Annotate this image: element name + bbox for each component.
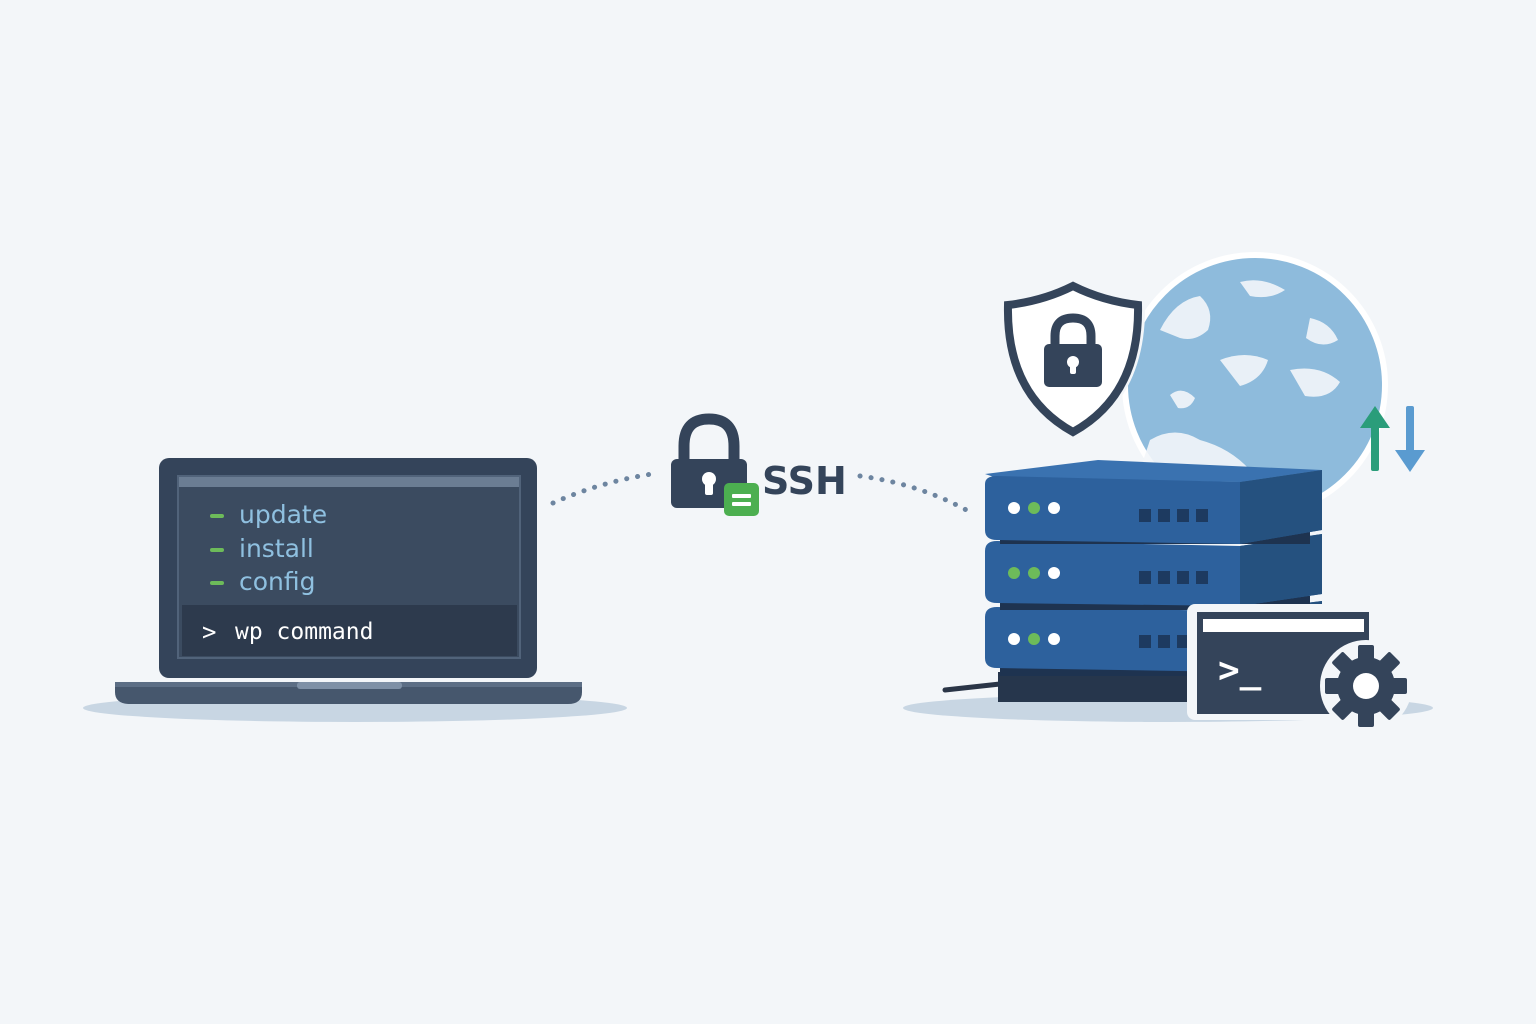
globe-icon (1122, 252, 1388, 518)
laptop: update install config > wp command (83, 458, 627, 722)
equals-badge-icon (724, 483, 759, 516)
menu-item-label: update (239, 500, 327, 529)
status-led (1048, 633, 1060, 645)
upload-arrow-icon (1360, 406, 1390, 471)
gear-icon[interactable] (1320, 640, 1412, 732)
server-base (998, 672, 1198, 702)
command-input[interactable]: wp command (235, 619, 373, 645)
menu-item-config[interactable]: config (210, 567, 316, 596)
menu-item-update[interactable]: update (210, 500, 327, 529)
status-led (1028, 502, 1040, 514)
connection: SSH (550, 413, 973, 516)
menu-dash-icon (210, 514, 224, 518)
status-led (1048, 502, 1060, 514)
status-led (1008, 633, 1020, 645)
power-cable (942, 681, 1003, 693)
server-unit-2 (985, 534, 1322, 610)
menu-item-label: config (239, 567, 316, 596)
server-group: >_ (903, 252, 1433, 732)
status-led (1008, 567, 1020, 579)
dotted-link-right (857, 473, 973, 515)
prompt-symbol: > (202, 618, 216, 646)
laptop-trackpad-notch (297, 682, 402, 689)
menu-dash-icon (210, 548, 224, 552)
screen-title-bar (179, 477, 519, 487)
terminal-prompt: >_ (1218, 650, 1262, 691)
laptop-base (115, 682, 582, 704)
status-led (1048, 567, 1060, 579)
dotted-link-left (550, 471, 655, 506)
menu-item-label: install (239, 534, 314, 563)
status-led (1028, 567, 1040, 579)
shield-lock-icon (1000, 278, 1146, 440)
status-led (1008, 502, 1020, 514)
menu-item-install[interactable]: install (210, 534, 314, 563)
command-bar (182, 605, 517, 656)
status-led (1028, 633, 1040, 645)
server-unit-1 (985, 460, 1322, 544)
download-arrow-icon (1395, 406, 1425, 472)
menu-dash-icon (210, 581, 224, 585)
ssh-label: SSH (762, 459, 847, 503)
menu-list: update install config (210, 500, 327, 596)
